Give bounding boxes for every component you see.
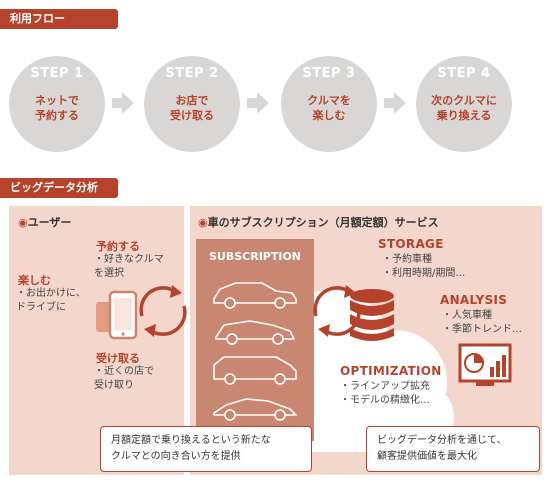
section-tag-flow: 利用フロー	[0, 9, 118, 29]
step-text: ネットで 予約する	[35, 94, 79, 122]
title-bullet: ◉	[18, 216, 28, 229]
step-text: クルマを 楽しむ	[307, 94, 351, 122]
smartphone-icon	[96, 290, 138, 340]
step-3: STEP 3 クルマを 楽しむ	[281, 56, 377, 152]
reserve-label: 予約する	[96, 240, 140, 253]
step-text: お店で 受け取る	[170, 94, 214, 122]
service-panel-title: ◉車のサブスクリプション（月額定額）サービス	[198, 214, 439, 230]
step-text: 次のクルマに 乗り換える	[431, 94, 497, 122]
receive-sub: ・近くの店で 受け取り	[94, 366, 154, 391]
service-panel-title-text: 車のサブスクリプション（月額定額）サービス	[207, 216, 439, 229]
car-icon	[213, 398, 297, 421]
car-icon	[213, 282, 297, 309]
enjoy-label: 楽しむ	[18, 274, 51, 287]
receive-label: 受け取る	[96, 352, 140, 365]
user-panel-title: ◉ユーザー	[18, 214, 71, 230]
step-2: STEP 2 お店で 受け取る	[144, 56, 240, 152]
note-left: 月額定額で乗り換えるという新たな クルマとの向き合い方を提供	[100, 426, 312, 472]
cycle-arrow-icon	[139, 285, 187, 337]
car-icon	[215, 320, 295, 345]
enjoy-sub: ・お出かけに、 ドライブに	[16, 288, 86, 313]
step-4: STEP 4 次のクルマに 乗り換える	[416, 56, 512, 152]
optimization-sub: ・ラインアップ拡充 ・モデルの精緻化…	[340, 381, 430, 406]
step-number: STEP 3	[302, 66, 356, 81]
step-number: STEP 2	[165, 66, 219, 81]
note-right: ビッグデータ分析を通じて、 顧客提供価値を最大化	[366, 426, 540, 472]
report-chart-icon	[458, 343, 512, 386]
car-lineup	[213, 282, 297, 421]
step-arrow-icon	[247, 92, 269, 114]
section-tag-analysis: ビッグデータ分析	[0, 178, 118, 198]
user-panel-title-text: ユーザー	[27, 216, 72, 229]
step-arrow-icon	[112, 92, 134, 114]
analysis-sub: ・人気車種 ・季節トレンド…	[442, 310, 522, 335]
database-icon	[350, 289, 394, 341]
storage-label: STORAGE	[378, 237, 444, 251]
subscription-card: SUBSCRIPTION	[196, 239, 314, 441]
step-1: STEP 1 ネットで 予約する	[9, 56, 105, 152]
optimization-label: OPTIMIZATION	[340, 364, 442, 378]
subscription-title: SUBSCRIPTION	[208, 250, 301, 263]
reserve-sub: ・好きなクルマ を選択	[94, 254, 164, 279]
title-bullet: ◉	[198, 216, 208, 229]
step-number: STEP 4	[437, 66, 491, 81]
analysis-label: ANALYSIS	[440, 293, 508, 307]
car-icon	[213, 356, 297, 385]
storage-sub: ・予約車種 ・利用時期/期間…	[382, 254, 466, 279]
step-number: STEP 1	[30, 66, 84, 81]
step-arrow-icon	[384, 92, 406, 114]
